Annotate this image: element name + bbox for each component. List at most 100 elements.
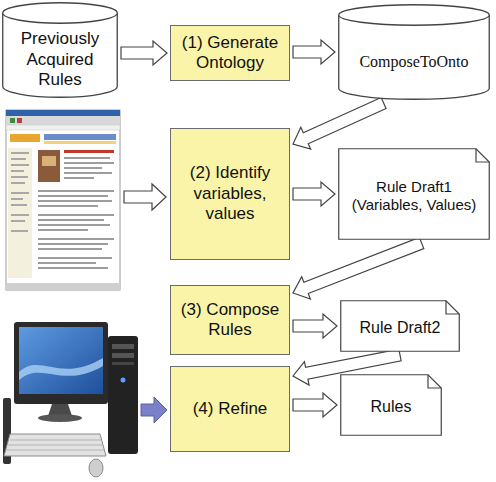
computer-picture-part (108, 336, 138, 454)
web-page-screenshot-part (38, 150, 60, 182)
computer-picture-part (112, 353, 134, 358)
node-text-area: Previously Acquired Rules (8, 29, 112, 90)
web-page-screenshot-part (38, 150, 114, 269)
node-label: Previously Acquired Rules (8, 29, 112, 90)
computer-picture-part (121, 378, 126, 383)
computer-picture (3, 322, 138, 477)
web-page-screenshot-part-part (38, 238, 114, 240)
web-page-screenshot-part-part (38, 214, 114, 216)
computer-picture-part (6, 440, 104, 450)
hollow-arrow (124, 184, 166, 210)
document-note: Rule Draft2 (340, 300, 460, 352)
node-label: (2) Identify variables, values (176, 163, 284, 224)
computer-picture-part (38, 414, 82, 422)
computer-picture-part (14, 322, 108, 404)
web-page-screenshot-part (6, 110, 120, 116)
hollow-arrow (293, 393, 337, 417)
cylinder-body (339, 15, 490, 99)
web-page-screenshot-part-part (11, 192, 29, 194)
hollow-arrow (293, 314, 337, 338)
node-text-area: ComposeToOnto (344, 52, 484, 71)
web-page-screenshot-part-part (38, 262, 96, 264)
web-page-screenshot-part-part (64, 150, 114, 153)
computer-picture-part (19, 358, 103, 380)
web-page-screenshot-part-part (64, 157, 110, 159)
process-box: (2) Identify variables, values (170, 128, 290, 260)
web-page-screenshot-part-part (11, 152, 29, 154)
hollow-arrow (293, 98, 386, 150)
computer-picture-part-part (8, 445, 103, 446)
hollow-arrow (293, 237, 424, 299)
web-page-screenshot-part-part (11, 182, 25, 184)
computer-picture-part (112, 344, 134, 349)
computer-picture-part (4, 434, 106, 456)
database-cylinder: Previously Acquired Rules (2, 2, 118, 98)
web-page-screenshot-part (44, 141, 116, 144)
web-page-screenshot-part (44, 134, 116, 140)
web-page-screenshot-part-part (11, 214, 29, 216)
note-body (341, 375, 442, 436)
computer-picture-part (112, 362, 134, 365)
web-page-screenshot-part-part (38, 267, 108, 269)
hollow-arrow (293, 182, 335, 206)
web-page-screenshot-part-part (11, 204, 27, 206)
web-page-screenshot-part (11, 152, 29, 232)
process-box: (4) Refine (170, 366, 290, 452)
web-page-screenshot-part-part (64, 162, 114, 164)
node-text-area: Rules (346, 397, 436, 416)
web-page-screenshot-part-part (11, 176, 28, 178)
document-note: Rule Draft1 (Variables, Values) (338, 148, 490, 240)
cylinder-top (339, 5, 490, 26)
cylinder-body (3, 13, 118, 97)
hollow-arrow (121, 41, 167, 65)
web-page-screenshot-part-part (38, 190, 114, 192)
web-page-screenshot-part-part (64, 172, 112, 174)
hollow-arrow (293, 40, 335, 64)
filled-arrow (141, 397, 167, 423)
node-text-area: Rule Draft1 (Variables, Values) (344, 178, 484, 214)
node-text-area: (4) Refine (176, 399, 284, 419)
process-box: (1) Generate Ontology (170, 25, 290, 81)
web-page-screenshot-part (6, 110, 120, 290)
node-label: (1) Generate Ontology (176, 33, 284, 74)
web-page-screenshot-part-part (11, 230, 28, 232)
node-text-area: (3) Compose Rules (176, 300, 284, 341)
note-body (339, 149, 490, 240)
node-label: Rule Draft1 (Variables, Values) (344, 178, 484, 214)
node-label: (4) Refine (176, 399, 284, 419)
web-page-screenshot (6, 110, 120, 290)
web-page-screenshot-part-part (38, 219, 104, 221)
web-page-screenshot-part (6, 125, 120, 130)
web-page-screenshot-part (17, 118, 22, 123)
web-page-screenshot-part-part (11, 164, 29, 166)
web-page-screenshot-part-part (38, 195, 108, 197)
web-page-screenshot-part-part (11, 198, 23, 200)
cylinder-top (3, 3, 118, 24)
computer-picture-part (89, 459, 103, 477)
node-label: (3) Compose Rules (176, 300, 284, 341)
web-page-screenshot-part-part (38, 224, 110, 226)
web-page-screenshot-part-part (38, 229, 88, 231)
web-page-screenshot-part-part (64, 177, 94, 179)
node-label: Rules (346, 397, 436, 416)
computer-picture-part-part (10, 440, 101, 441)
web-page-screenshot-part (6, 116, 120, 125)
web-page-screenshot-part (42, 156, 56, 166)
web-page-screenshot-part (6, 283, 120, 290)
web-page-screenshot-part-part (38, 257, 112, 259)
note-body (341, 301, 460, 352)
note-fold (428, 375, 441, 388)
web-page-screenshot-part-part (11, 170, 24, 172)
web-page-screenshot-part (8, 148, 32, 278)
web-page-screenshot-part-part (38, 248, 102, 250)
web-page-screenshot-part-part (11, 220, 25, 222)
cylinder-outline (338, 4, 490, 100)
node-text-area: Rule Draft2 (346, 318, 454, 337)
web-page-screenshot-part-part (11, 158, 26, 160)
web-page-screenshot-part (10, 118, 15, 123)
note-fold (476, 149, 489, 162)
web-page-screenshot-part (10, 134, 40, 142)
node-label: ComposeToOnto (344, 52, 484, 71)
node-text-area: (1) Generate Ontology (176, 33, 284, 74)
web-page-screenshot-part-part (38, 205, 98, 207)
